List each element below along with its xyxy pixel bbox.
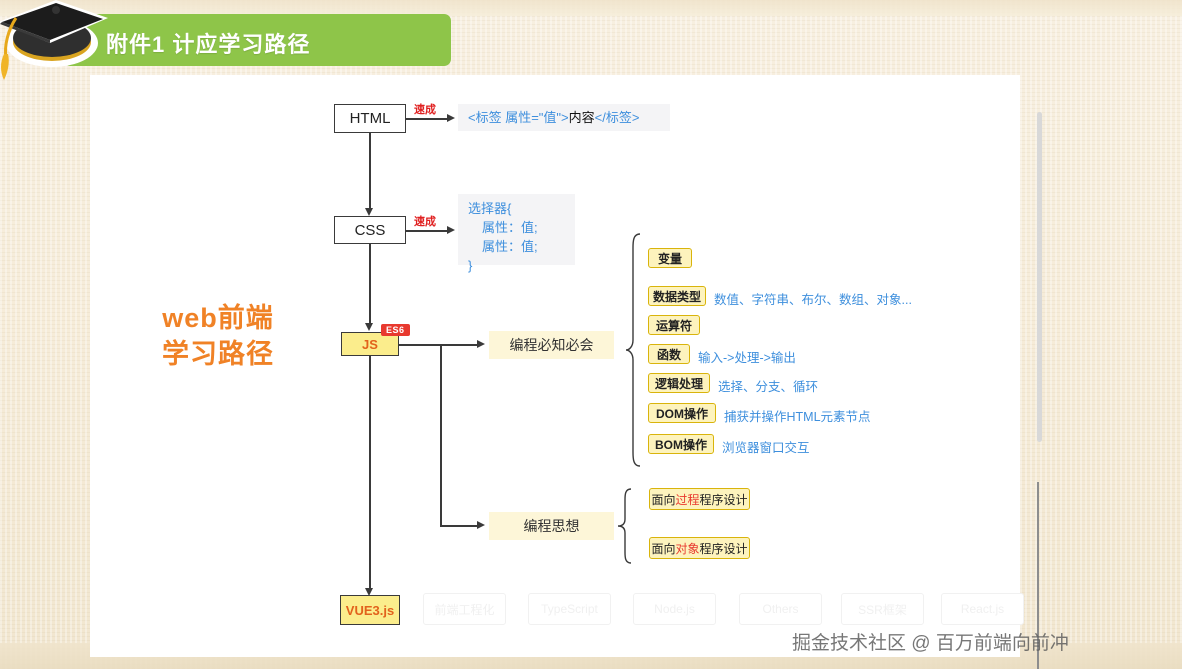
header-banner [63, 14, 451, 66]
must-know-chip-desc: 数值、字符串、布尔、数组、对象... [714, 293, 912, 307]
diagram-title-line1: web前端 [162, 303, 274, 333]
arrow-css-to-js [365, 323, 373, 331]
slide-edge-line [1037, 482, 1039, 669]
arrow-js-to-mustknow [477, 340, 485, 348]
must-know-chip[interactable]: 变量 [648, 248, 692, 268]
css-snippet-line2: 属性：值; [482, 220, 538, 235]
connector-css-to-js [369, 244, 371, 324]
connector-html-to-snippet [406, 118, 448, 120]
speed-label-html: 速成 [414, 104, 436, 116]
must-know-chip-desc: 选择、分支、循环 [718, 380, 819, 394]
badge-es6: ES6 [381, 324, 410, 336]
must-know-chip-label: 变量 [657, 251, 682, 266]
ghost-roadmap-label: TypeScript [541, 602, 598, 616]
diagram-title-line2: 学习路径 [162, 339, 274, 369]
ghost-roadmap-label: 前端工程化 [434, 602, 495, 617]
connector-js-to-vue [369, 356, 371, 589]
diagram-title: web前端 学习路径 [118, 300, 318, 372]
html-snippet-content: 内容 [568, 110, 595, 125]
css-snippet-line4: } [468, 258, 473, 273]
must-know-chip-label: BOM操作 [655, 437, 707, 452]
must-know-chip-label: DOM操作 [656, 406, 708, 421]
thinking-chip-suffix: 程序设计 [699, 541, 748, 556]
html-snippet-box: <标签 属性="值">内容</标签> [458, 104, 670, 131]
must-know-chip[interactable]: BOM操作 [648, 434, 714, 454]
must-know-chip-label: 运算符 [655, 318, 692, 333]
node-js-label: JS [362, 336, 378, 352]
must-know-chip-label: 函数 [656, 347, 681, 362]
arrow-html-to-snippet [447, 114, 455, 122]
must-know-chip[interactable]: 数据类型 [648, 286, 706, 306]
css-snippet-box: 选择器{ 属性：值; 属性：值; } [458, 194, 575, 273]
ghost-roadmap-item[interactable]: SSR框架 [841, 593, 924, 625]
must-know-chip[interactable]: 函数 [648, 344, 690, 364]
node-vue3-label: VUE3.js [345, 602, 395, 618]
node-html-label: HTML [349, 110, 391, 127]
connector-css-to-snippet [406, 230, 448, 232]
must-know-chip-label: 逻辑处理 [654, 376, 703, 391]
must-know-chip-desc: 捕获并操作HTML元素节点 [724, 410, 871, 424]
must-know-chip-desc: 浏览器窗口交互 [722, 441, 810, 455]
html-snippet-close: </标签> [594, 110, 640, 125]
graduation-cap-icon [0, 0, 114, 82]
branch-must-know[interactable]: 编程必知必会 [489, 331, 614, 359]
must-know-chip[interactable]: 逻辑处理 [648, 373, 710, 393]
ghost-roadmap-label: Node.js [654, 602, 695, 616]
watermark: 掘金技术社区 @ 百万前端向前冲 [792, 633, 1069, 654]
branch-thinking-label: 编程思想 [523, 518, 580, 534]
arrow-html-to-css [365, 208, 373, 216]
must-know-chip-desc: 输入->处理->输出 [698, 351, 796, 365]
node-js[interactable]: JS [341, 332, 399, 356]
brace-must-know [624, 232, 646, 468]
connector-js-to-thinking [440, 525, 478, 527]
html-snippet-open: <标签 属性="值"> [468, 110, 569, 125]
connector-js-elbow-down [440, 344, 442, 526]
brace-thinking [616, 487, 636, 570]
thinking-chip[interactable]: 面向对象程序设计 [649, 537, 750, 559]
must-know-chip[interactable]: 运算符 [648, 315, 700, 335]
scrollbar-track[interactable] [1037, 112, 1042, 442]
ghost-roadmap-item[interactable]: React.js [941, 593, 1024, 625]
node-css[interactable]: CSS [334, 216, 406, 244]
connector-js-right [399, 344, 461, 346]
ghost-roadmap-label: React.js [960, 602, 1005, 616]
node-vue3[interactable]: VUE3.js [340, 595, 400, 625]
thinking-chip-suffix: 程序设计 [699, 492, 748, 507]
node-css-label: CSS [354, 221, 386, 239]
css-snippet-line3: 属性：值; [482, 239, 538, 254]
ghost-roadmap-item[interactable]: 前端工程化 [423, 593, 506, 625]
branch-thinking[interactable]: 编程思想 [489, 512, 614, 540]
connector-html-to-css [369, 133, 371, 209]
ghost-roadmap-item[interactable]: Node.js [633, 593, 716, 625]
thinking-chip-highlight: 过程 [675, 492, 700, 507]
arrow-js-to-thinking [477, 521, 485, 529]
thinking-chip[interactable]: 面向过程程序设计 [649, 488, 750, 510]
connector-js-to-mustknow [440, 344, 480, 346]
arrow-css-to-snippet [447, 226, 455, 234]
thinking-chip-prefix: 面向 [651, 492, 676, 507]
css-snippet-line1: 选择器{ [468, 201, 512, 216]
slide-canvas [90, 75, 1020, 657]
node-html[interactable]: HTML [334, 104, 406, 133]
must-know-chip-label: 数据类型 [652, 289, 701, 304]
arrow-js-to-vue [365, 588, 373, 596]
page-title: 附件1 计应学习路径 [106, 32, 311, 57]
branch-must-know-label: 编程必知必会 [509, 337, 594, 353]
must-know-chip[interactable]: DOM操作 [648, 403, 716, 423]
thinking-chip-prefix: 面向 [651, 541, 676, 556]
ghost-roadmap-label: Others [762, 602, 799, 616]
ghost-roadmap-label: SSR框架 [858, 602, 907, 617]
background-top-strip [0, 0, 1182, 16]
ghost-roadmap-item[interactable]: Others [739, 593, 822, 625]
ghost-roadmap-item[interactable]: TypeScript [528, 593, 611, 625]
thinking-chip-highlight: 对象 [675, 541, 700, 556]
speed-label-css: 速成 [414, 216, 436, 228]
